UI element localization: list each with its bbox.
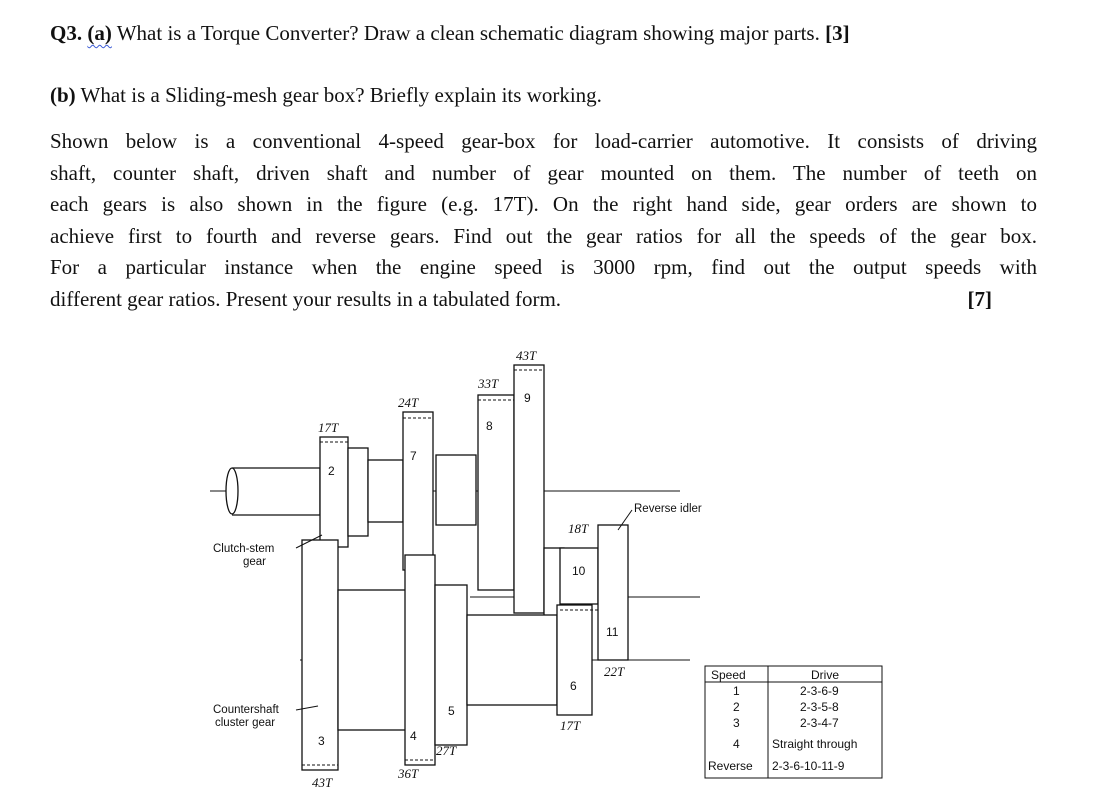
callout-reverse-idler: Reverse idler [634,503,702,515]
gear-9 [513,364,545,614]
paragraph-last-line: different gear ratios. Present your resu… [50,284,1037,316]
gear-11 [597,524,629,661]
table-cell: 2 [733,700,740,714]
gear-number: 10 [572,564,586,578]
callout-clutch-stem: gear [243,556,266,568]
gear-number: 8 [486,419,493,433]
table-cell: Straight through [772,737,857,751]
gear-number: 3 [318,734,325,748]
question-part-a: Q3. (a) What is a Torque Converter? Draw… [50,18,850,48]
teeth-label: 24T [398,395,419,410]
table-cell: 4 [733,737,740,751]
teeth-label: 43T [516,348,537,363]
gear-order-table [704,665,883,779]
teeth-label: 36T [397,766,419,781]
table-cell: 2-3-5-8 [800,700,839,714]
gear-5 [434,584,468,746]
table-cell: Reverse [708,759,753,773]
teeth-label: 33T [477,376,499,391]
table-cell: 1 [733,684,740,698]
table-header: Speed [711,668,746,682]
table-cell: 3 [733,716,740,730]
table-cell: 2-3-6-10-11-9 [772,759,845,773]
gear-10 [559,547,599,605]
gear-7 [402,411,434,571]
gear-number: 7 [410,449,417,463]
question-part-b: (b) What is a Sliding-mesh gear box? Bri… [50,80,602,110]
part-b-label: (b) [50,83,76,107]
teeth-label: 43T [312,775,333,790]
paragraph-line: achieve first to fourth and reverse gear… [50,223,1037,248]
paragraph-line: shaft, counter shaft, driven shaft and n… [50,160,1037,185]
paragraph-line: For a particular instance when the engin… [50,255,1037,279]
gear-6 [556,604,593,716]
part-b-text: What is a Sliding-mesh gear box? Briefly… [75,83,602,107]
question-number: Q3. [50,21,83,45]
table-cell: 2-3-4-7 [800,716,839,730]
teeth-label: 17T [560,718,581,733]
paragraph-line: Shown below is a conventional 4-speed ge… [50,129,1037,153]
teeth-label: 17T [318,420,339,435]
gear-number: 9 [524,391,531,405]
callout-clutch-stem: Clutch-stem [213,543,274,555]
question-paragraph: Shown below is a conventional 4-speed ge… [50,126,1037,315]
gear-number: 2 [328,464,335,478]
table-cell: 2-3-6-9 [800,684,839,698]
paragraph-line: different gear ratios. Present your resu… [50,286,562,311]
table-header: Drive [811,668,839,682]
part-a-marks: [3] [825,21,850,45]
teeth-label: 27T [436,743,457,758]
callout-countershaft: cluster gear [215,717,275,729]
gear-4 [404,554,436,766]
gear-8 [477,394,515,591]
gear-number: 6 [570,679,577,693]
callout-countershaft: Countershaft [213,704,280,716]
gear-2 [319,436,349,548]
gear-number: 4 [410,729,417,743]
part-a-text: What is a Torque Converter? Draw a clean… [111,21,826,45]
part-b-marks: [7] [967,286,993,311]
teeth-label: 18T [568,521,589,536]
teeth-label: 22T [604,664,625,679]
gear-number: 5 [448,704,455,718]
gear-3 [301,539,339,771]
paragraph-line: each gears is also shown in the figure (… [50,192,1037,216]
gear-number: 11 [606,625,619,639]
part-a-label: (a) [87,21,112,45]
